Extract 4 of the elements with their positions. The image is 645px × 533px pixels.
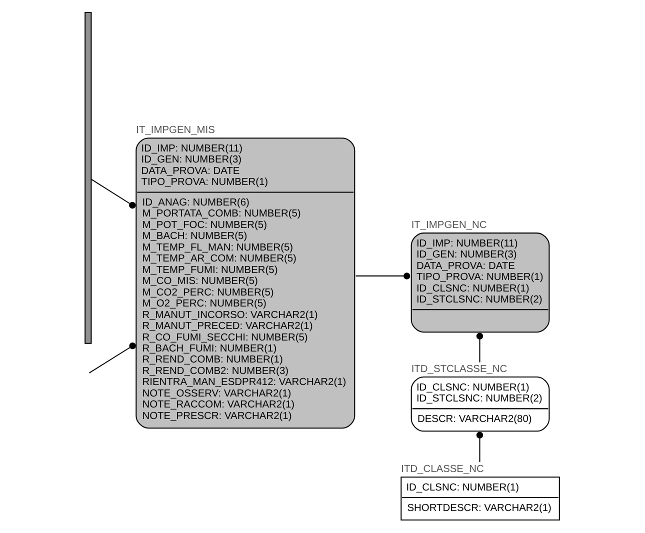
node-label: IT_IMPGEN_MIS xyxy=(136,124,215,136)
node-label: ITD_STCLASSE_NC xyxy=(411,364,508,375)
node-label: IT_IMPGEN_NC xyxy=(411,220,487,231)
node-label: ITD_CLASSE_NC xyxy=(401,464,484,476)
